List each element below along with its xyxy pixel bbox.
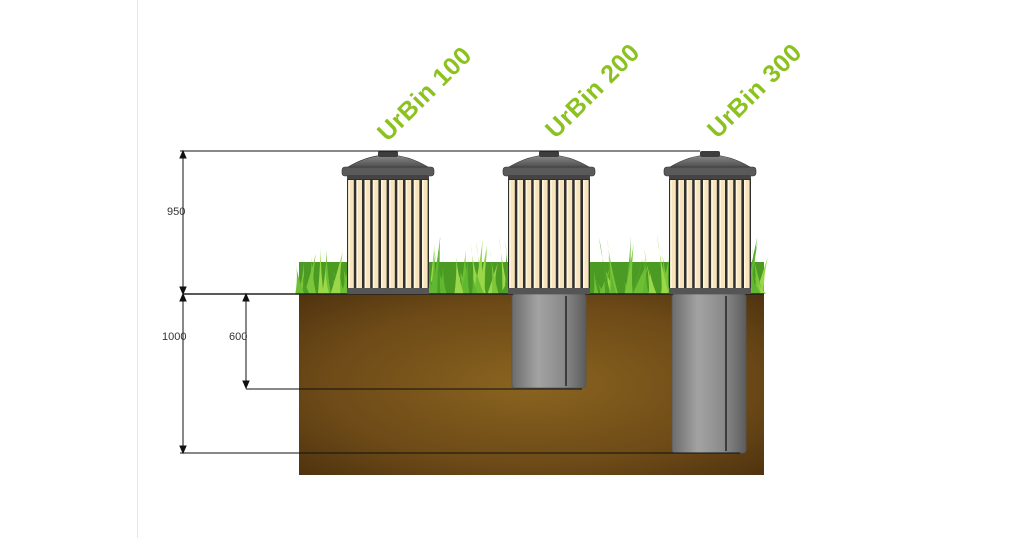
dimension-label-600: 600: [229, 331, 248, 343]
page-divider: [137, 0, 138, 538]
bin-200: [502, 151, 596, 294]
dimension-label-1000: 1000: [162, 331, 187, 343]
bin-300-underground-pipe: [671, 293, 747, 454]
bin-200-underground-pipe: [511, 293, 587, 389]
dimension-label-950: 950: [167, 206, 186, 218]
bin-100: [341, 151, 435, 294]
dimension-lines: [179, 149, 740, 455]
bin-300: [663, 151, 757, 294]
